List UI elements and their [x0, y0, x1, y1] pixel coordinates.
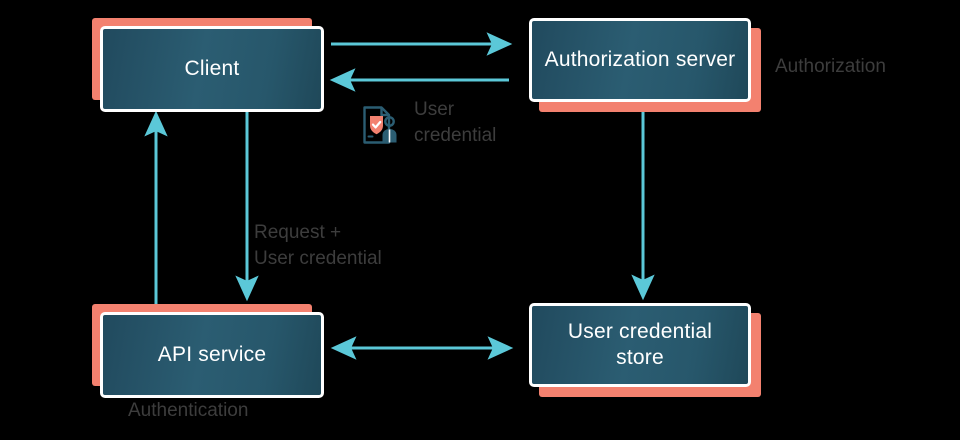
node-client[interactable]: Client: [92, 18, 324, 112]
node-api-service[interactable]: API service: [92, 304, 324, 398]
client-panel[interactable]: Client: [100, 26, 324, 112]
label-authorization: Authorization: [775, 56, 886, 77]
label-user-credential: User credential: [414, 99, 497, 146]
api-service-panel[interactable]: API service: [100, 312, 324, 398]
label-authentication: Authentication: [128, 400, 249, 421]
user-credential-store-label: User credential store: [567, 319, 713, 369]
user-credential-icon: [357, 103, 401, 147]
authorization-server-panel[interactable]: Authorization server: [529, 18, 751, 102]
client-label: Client: [184, 56, 240, 80]
api-service-label: API service: [157, 342, 267, 366]
label-request-user-credential: Request + User credential: [254, 222, 382, 269]
authorization-server-label: Authorization server: [544, 47, 736, 71]
node-authorization-server[interactable]: Authorization server: [529, 18, 761, 112]
user-credential-store-panel[interactable]: User credential store: [529, 303, 751, 387]
node-user-credential-store[interactable]: User credential store: [529, 303, 761, 397]
